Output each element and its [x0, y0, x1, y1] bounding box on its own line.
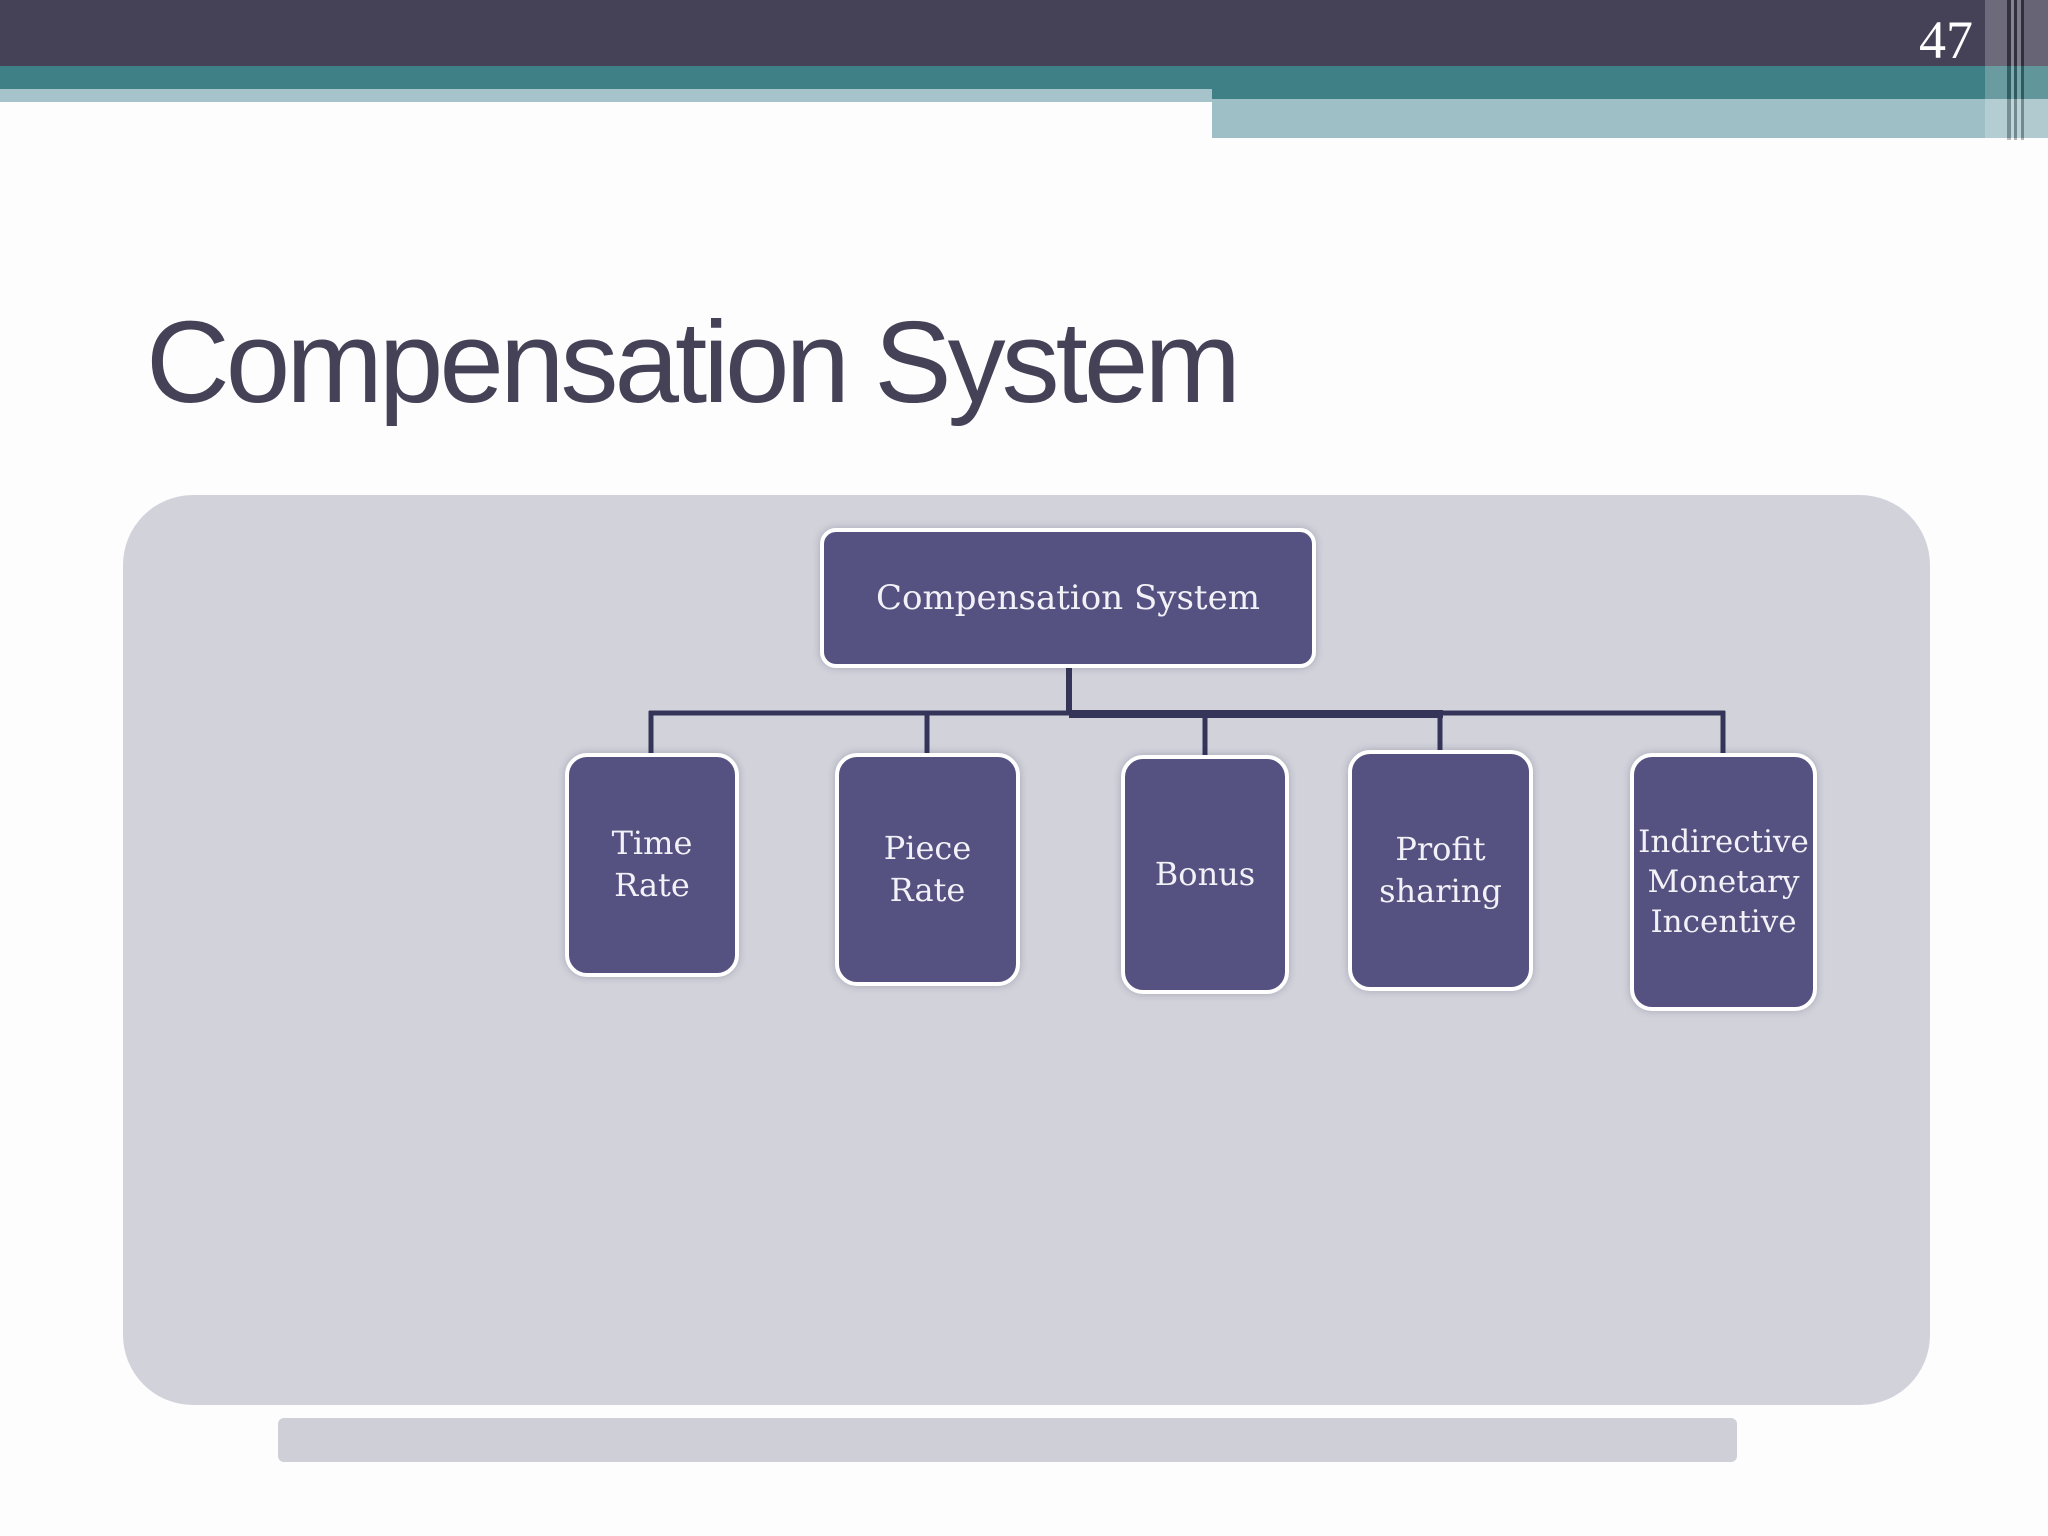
header-block-light-right	[1212, 99, 2048, 138]
page-number: 47	[1919, 10, 1973, 70]
slide-title: Compensation System	[146, 297, 1241, 427]
accent-stripe	[1985, 0, 2007, 140]
accent-stripe	[2017, 0, 2021, 140]
node-label: Profit sharing	[1379, 829, 1502, 910]
node-piece-rate: Piece Rate	[835, 753, 1020, 986]
node-profit-sharing: Profit sharing	[1348, 750, 1533, 991]
node-label: Time Rate	[611, 824, 693, 904]
accent-stripes	[1980, 0, 2048, 140]
node-indirective-monetary-incentive: Indirective Monetary Incentive	[1630, 753, 1817, 1011]
accent-stripe	[2021, 0, 2024, 140]
node-label: Bonus	[1154, 854, 1256, 893]
accent-stripe	[2024, 0, 2048, 140]
accent-stripe	[2011, 0, 2014, 140]
node-time-rate: Time Rate	[565, 753, 739, 977]
header-strip-light	[0, 89, 1212, 102]
header-bar-dark	[0, 0, 2048, 66]
accent-stripe	[2014, 0, 2017, 140]
header-block-teal-right	[1212, 89, 2048, 99]
header-bar-teal	[0, 66, 2048, 89]
node-label: Indirective Monetary Incentive	[1638, 823, 1809, 941]
node-label: Compensation System	[876, 578, 1260, 618]
node-compensation-system: Compensation System	[820, 528, 1316, 668]
footer-bar	[278, 1418, 1737, 1462]
node-bonus: Bonus	[1121, 755, 1289, 994]
accent-stripe	[2007, 0, 2011, 140]
node-label: Piece Rate	[883, 828, 972, 909]
